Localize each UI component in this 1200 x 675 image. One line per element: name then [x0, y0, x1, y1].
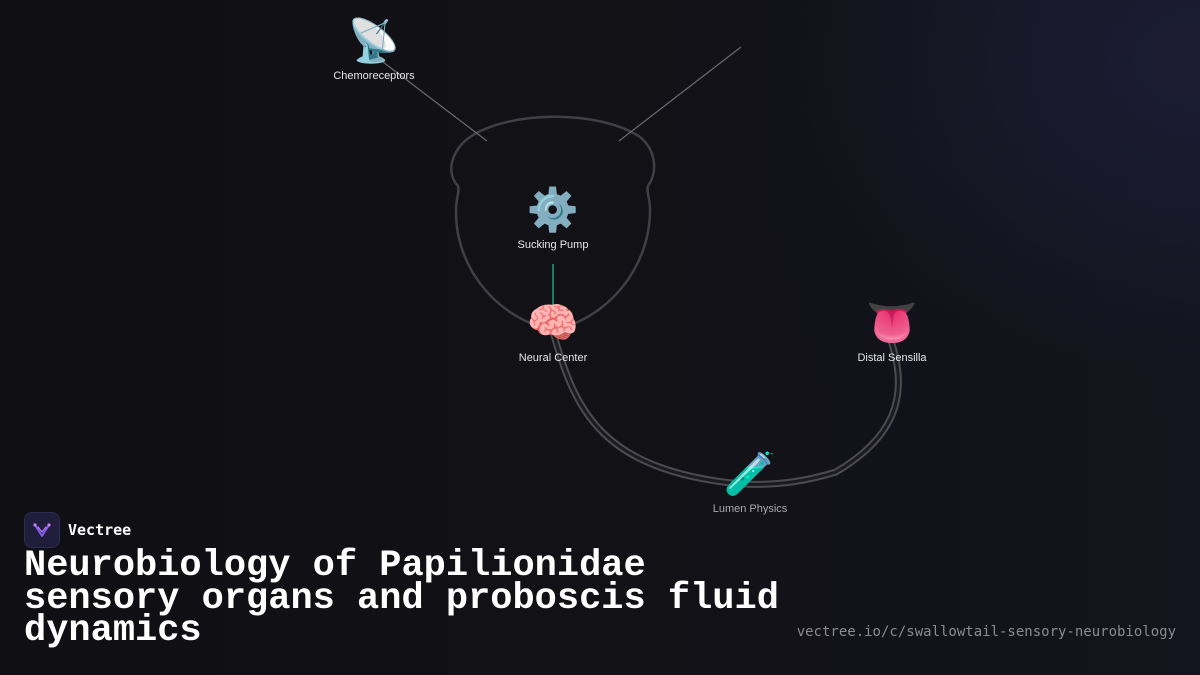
vectree-logo-icon [24, 512, 60, 548]
head-outline [450, 115, 656, 332]
brain-icon: 🧠 [526, 298, 580, 347]
page-url[interactable]: vectree.io/c/swallowtail-sensory-neurobi… [796, 624, 1176, 640]
proboscis-tube-inner [551, 330, 900, 486]
node-chemoreceptors[interactable]: 📡 Chemoreceptors [304, 16, 444, 82]
node-label: Distal Sensilla [857, 352, 927, 364]
connector-chemoreceptors-head [382, 61, 488, 142]
node-lumen-physics[interactable]: 🧪 Lumen Physics [680, 449, 820, 515]
node-neural-center[interactable]: 🧠 Neural Center [483, 298, 623, 364]
page-title: Neurobiology of Papilionidae sensory org… [24, 545, 779, 652]
node-distal-sensilla[interactable]: 👅 Distal Sensilla [822, 298, 962, 364]
brand-name: Vectree [68, 521, 132, 539]
node-label: Sucking Pump [517, 239, 589, 251]
node-label: Lumen Physics [712, 503, 788, 515]
node-sucking-pump[interactable]: ⚙️ Sucking Pump [483, 185, 623, 251]
node-label: Neural Center [518, 352, 588, 364]
tongue-icon: 👅 [865, 298, 919, 347]
test-tube-icon: 🧪 [723, 449, 777, 498]
brand[interactable]: Vectree [24, 512, 131, 548]
satellite-dish-icon: 📡 [347, 16, 401, 65]
connector-antenna-right [618, 46, 742, 142]
node-label: Chemoreceptors [333, 70, 415, 82]
gear-icon: ⚙️ [526, 185, 580, 234]
